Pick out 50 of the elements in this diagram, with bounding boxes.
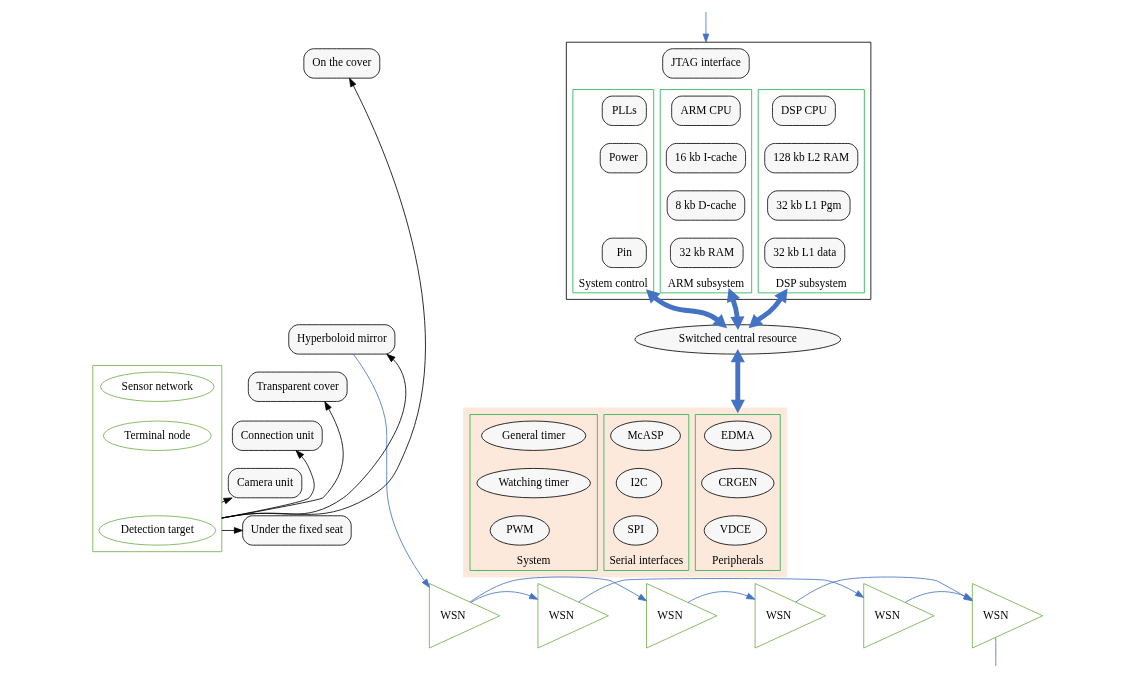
arrow	[221, 450, 315, 519]
node-ellipse: Watching timer	[476, 468, 591, 499]
arrow	[221, 401, 344, 519]
arrow	[578, 578, 865, 603]
node-box: JTAG interface	[662, 48, 750, 79]
node-box: Transparent cover	[247, 371, 348, 402]
cluster	[565, 41, 872, 300]
node-ellipse: General timer	[481, 420, 587, 451]
connector	[995, 637, 997, 667]
node-ellipse: CRGEN	[701, 468, 775, 499]
node-ellipse: PWM	[489, 515, 550, 546]
node-ellipse: VDCE	[703, 515, 767, 546]
node-ellipse: Switched central resource	[634, 324, 842, 355]
node-box: Connection unit	[232, 420, 323, 451]
arrow	[730, 348, 745, 414]
node-box: Under the fixed seat	[242, 515, 352, 546]
node-box: 32 kb RAM	[670, 237, 744, 268]
arrow	[221, 497, 233, 505]
arrow	[687, 591, 756, 603]
arrow	[726, 287, 745, 330]
node-box: Power	[599, 143, 648, 174]
node-box: DSP CPU	[772, 95, 836, 126]
node-box: On the cover	[303, 48, 381, 79]
cluster	[463, 407, 788, 578]
arrow	[470, 591, 539, 603]
node-ellipse: I2C	[615, 468, 663, 499]
node-box: Pin	[601, 237, 647, 268]
arrow	[352, 353, 430, 588]
node-ellipse: EDMA	[704, 420, 772, 451]
node-box: PLLs	[601, 95, 647, 126]
node-box: Hyperboloid mirror	[288, 324, 396, 355]
node-box: Camera unit	[227, 468, 303, 499]
node-ellipse: McASP	[610, 420, 681, 451]
node-box: 8 kb D-cache	[666, 190, 746, 221]
node-box: 32 kb L1 Pgm	[767, 190, 851, 221]
arrow	[221, 353, 407, 519]
node-box: 32 kb L1 data	[764, 237, 846, 268]
arrow	[748, 288, 788, 329]
arrow	[469, 576, 647, 603]
arrow	[221, 527, 243, 534]
node-ellipse: Terminal node	[102, 420, 212, 451]
node-ellipse: SPI	[613, 515, 659, 546]
node-box: 16 kb I-cache	[665, 143, 746, 174]
node-box: ARM CPU	[671, 95, 741, 126]
arrow	[702, 11, 710, 43]
node-ellipse: Detection target	[98, 515, 217, 546]
node-box: 128 kb L2 RAM	[764, 143, 859, 174]
node-ellipse: Sensor network	[100, 371, 215, 402]
arrow	[221, 77, 426, 519]
arrow	[645, 289, 727, 329]
